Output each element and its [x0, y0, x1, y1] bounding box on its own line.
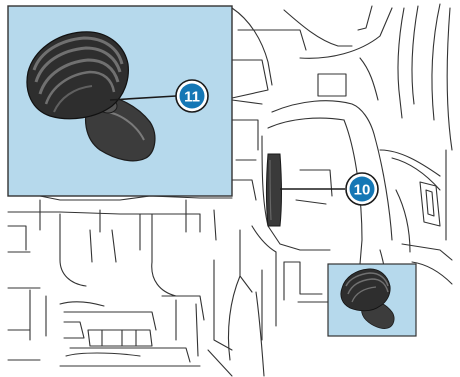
callout-10-badge: 10: [346, 173, 378, 205]
callout-11-badge: 11: [176, 80, 208, 112]
callout-10-label: 10: [354, 182, 371, 199]
part-10-plug: [267, 154, 282, 226]
inset-location-thumbnail: [328, 264, 416, 336]
callout-11-label: 11: [184, 89, 200, 106]
